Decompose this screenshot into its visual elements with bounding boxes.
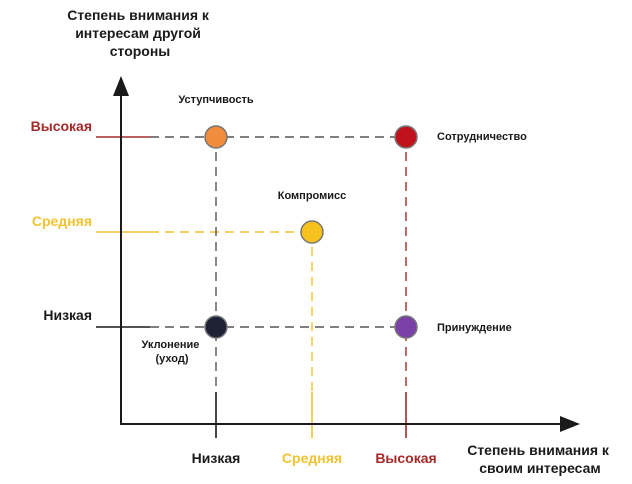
y-level-high-label: Высокая bbox=[31, 118, 92, 134]
x-level-low-label: Низкая bbox=[192, 450, 241, 466]
style-label-competition: Принуждение bbox=[437, 322, 512, 334]
y-axis-title-line-2: интересам другой bbox=[75, 25, 201, 41]
point-accommodation bbox=[204, 125, 228, 149]
point-avoidance bbox=[204, 315, 228, 339]
style-label-avoidance-line-2: (уход) bbox=[156, 353, 189, 365]
point-collaboration bbox=[394, 125, 418, 149]
style-label-accommodation: Уступчивость bbox=[178, 94, 254, 106]
y-axis-title-line-1: Степень внимания к bbox=[67, 7, 210, 23]
point-compromise bbox=[300, 220, 324, 244]
x-level-medium-label: Средняя bbox=[282, 450, 342, 466]
style-label-avoidance: Уклонение (уход) bbox=[142, 339, 203, 365]
x-axis-title: Степень внимания к своим интересам bbox=[467, 442, 613, 476]
style-label-collaboration: Сотрудничество bbox=[437, 131, 527, 143]
style-label-compromise: Компромисс bbox=[278, 190, 347, 202]
y-axis-title: Степень внимания к интересам другой стор… bbox=[67, 7, 213, 59]
x-level-high-label: Высокая bbox=[375, 450, 436, 466]
style-points bbox=[204, 125, 418, 339]
point-competition bbox=[394, 315, 418, 339]
x-axis-title-line-1: Степень внимания к bbox=[467, 442, 610, 458]
style-label-avoidance-line-1: Уклонение bbox=[142, 339, 200, 351]
y-level-low-label: Низкая bbox=[43, 307, 92, 323]
y-axis-title-line-3: стороны bbox=[110, 43, 171, 59]
x-axis-title-line-2: своим интересам bbox=[479, 460, 601, 476]
guide-lines bbox=[96, 136, 407, 438]
y-level-medium-label: Средняя bbox=[32, 213, 92, 229]
